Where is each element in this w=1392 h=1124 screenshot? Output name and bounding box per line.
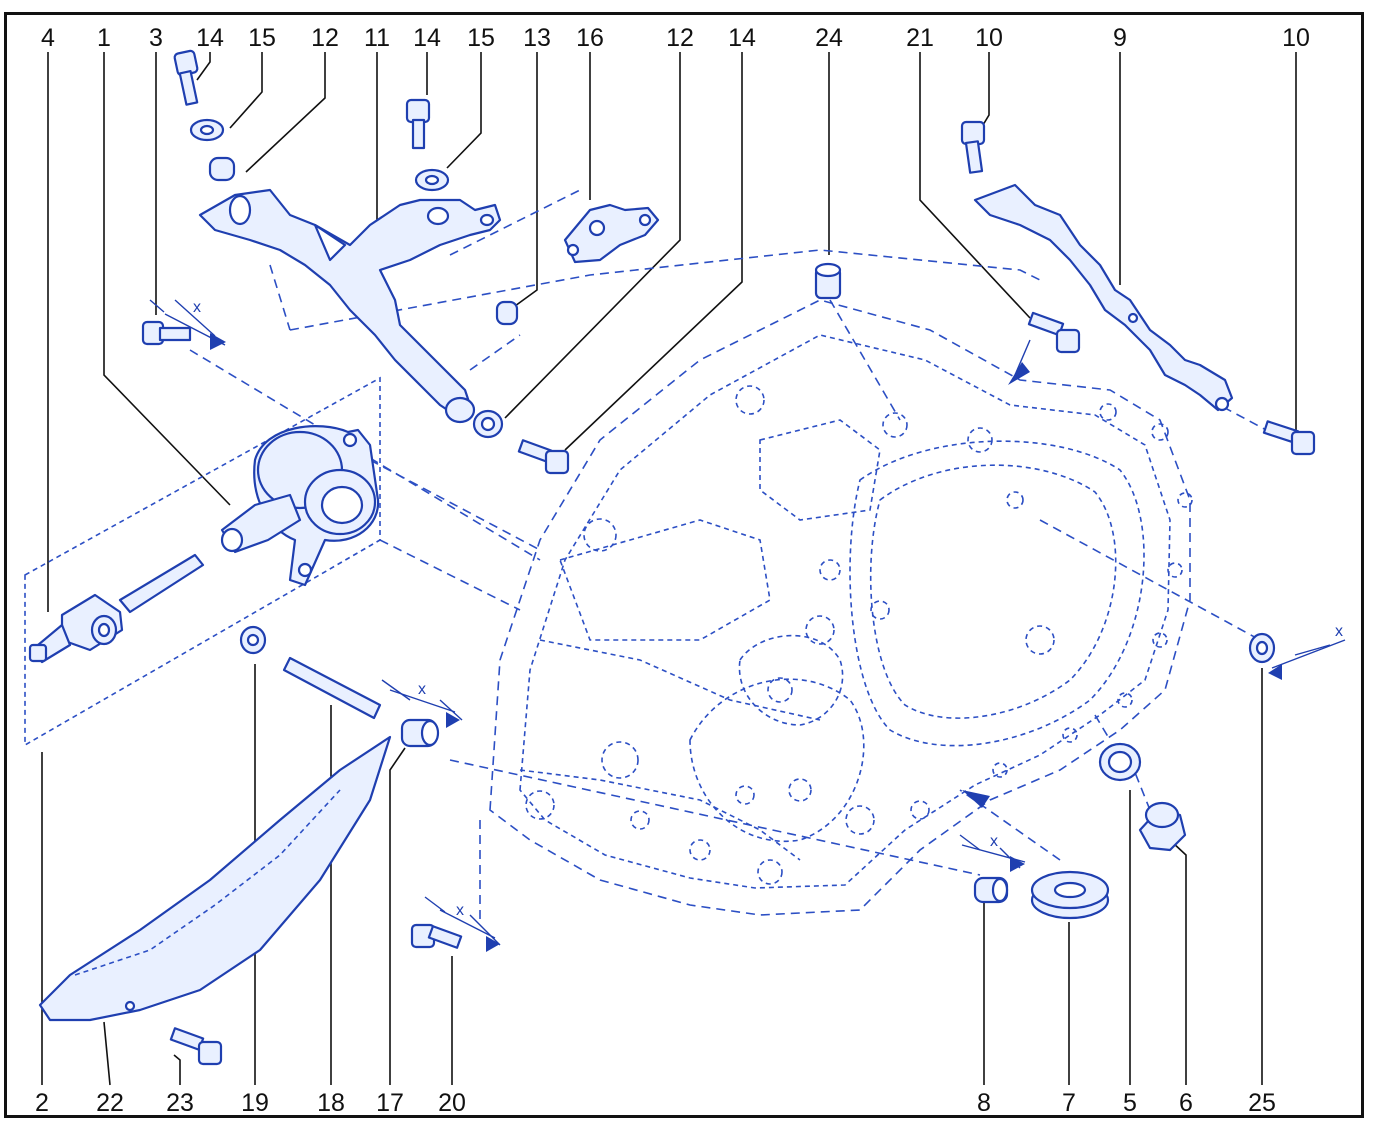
nut-25 xyxy=(1248,632,1276,664)
callout-25: 25 xyxy=(1248,1089,1276,1117)
dim-label: x xyxy=(456,902,464,919)
callout-19: 19 xyxy=(241,1089,269,1117)
transmission-housing xyxy=(489,299,1193,916)
callout-16: 16 xyxy=(576,24,604,52)
callout-5: 5 xyxy=(1123,1089,1137,1117)
callout-9: 9 xyxy=(1113,24,1127,52)
slave-cylinder-part-1 xyxy=(220,425,380,587)
arrow-17 xyxy=(446,712,460,728)
cover-plate-part-22 xyxy=(38,735,392,1022)
bolt-14b xyxy=(405,98,431,150)
callout-18: 18 xyxy=(317,1089,345,1117)
callout-17: 17 xyxy=(376,1089,404,1117)
leader-lines xyxy=(41,52,1297,1086)
stud-18 xyxy=(282,656,382,720)
bottom-callouts: 2 22 23 19 18 17 20 8 7 5 6 25 xyxy=(35,1089,1276,1117)
dim-label: x xyxy=(1335,623,1343,640)
stud-group xyxy=(239,625,440,748)
sleeve-17 xyxy=(400,718,440,748)
callout-8: 8 xyxy=(977,1089,991,1117)
callout-22: 22 xyxy=(96,1089,124,1117)
bolts xyxy=(141,49,1316,664)
callout-14: 14 xyxy=(196,24,224,52)
top-callouts: 4 1 3 14 15 12 11 14 15 13 16 12 14 24 2… xyxy=(41,24,1310,52)
callout-12: 12 xyxy=(666,24,694,52)
callout-2: 2 xyxy=(35,1089,49,1117)
bush-13 xyxy=(495,300,519,326)
callout-12: 12 xyxy=(311,24,339,52)
bolt-23 xyxy=(169,1027,223,1066)
arrow-20 xyxy=(486,936,500,952)
callout-10: 10 xyxy=(975,24,1003,52)
bolt-21 xyxy=(1027,311,1081,354)
lever-bracket-part-9 xyxy=(973,183,1234,412)
pipe-part-4 xyxy=(28,553,205,664)
bolt-20 xyxy=(410,923,463,949)
callout-10: 10 xyxy=(1282,24,1310,52)
callout-13: 13 xyxy=(523,24,551,52)
callout-20: 20 xyxy=(438,1089,466,1117)
bracket-part-16 xyxy=(563,203,660,264)
callout-4: 4 xyxy=(41,24,55,52)
bush-12b-a xyxy=(444,396,476,424)
callout-7: 7 xyxy=(1062,1089,1076,1117)
dim-bolt-20: x xyxy=(424,896,501,946)
bush-12a xyxy=(208,156,236,182)
bolt-14a xyxy=(173,49,199,106)
arrow-25 xyxy=(1268,664,1282,680)
callout-15: 15 xyxy=(467,24,495,52)
callout-24: 24 xyxy=(815,24,843,52)
sleeve-24 xyxy=(814,262,842,300)
callout-15: 15 xyxy=(248,24,276,52)
arrow-21 xyxy=(1008,362,1030,385)
plug-6 xyxy=(1138,801,1187,852)
callout-23: 23 xyxy=(166,1089,194,1117)
bracket-part-11 xyxy=(198,188,502,417)
arrow-8 xyxy=(1010,856,1025,872)
dim-nut-25: x xyxy=(1271,623,1346,669)
callout-11: 11 xyxy=(364,24,390,52)
callout-21: 21 xyxy=(906,24,934,52)
bolt-14c xyxy=(517,439,570,475)
callout-14: 14 xyxy=(413,24,441,52)
arrow-3 xyxy=(210,333,226,350)
dim-sleeve-17: x xyxy=(381,679,463,721)
bolt-10b xyxy=(1262,420,1316,456)
sleeve-8 xyxy=(973,876,1009,904)
dim-label: x xyxy=(193,299,201,316)
bolt-3 xyxy=(141,320,192,346)
dim-label: x xyxy=(418,681,426,698)
callout-3: 3 xyxy=(149,24,163,52)
arrow-7 xyxy=(962,790,990,808)
dim-label: x xyxy=(990,833,998,850)
callout-6: 6 xyxy=(1179,1089,1193,1117)
bolt-10a xyxy=(960,120,986,174)
callout-14: 14 xyxy=(728,24,756,52)
washer-5 xyxy=(1098,742,1142,782)
assembly-arrows xyxy=(210,333,1282,952)
callout-1: 1 xyxy=(97,24,111,52)
seal-7 xyxy=(1030,870,1110,920)
